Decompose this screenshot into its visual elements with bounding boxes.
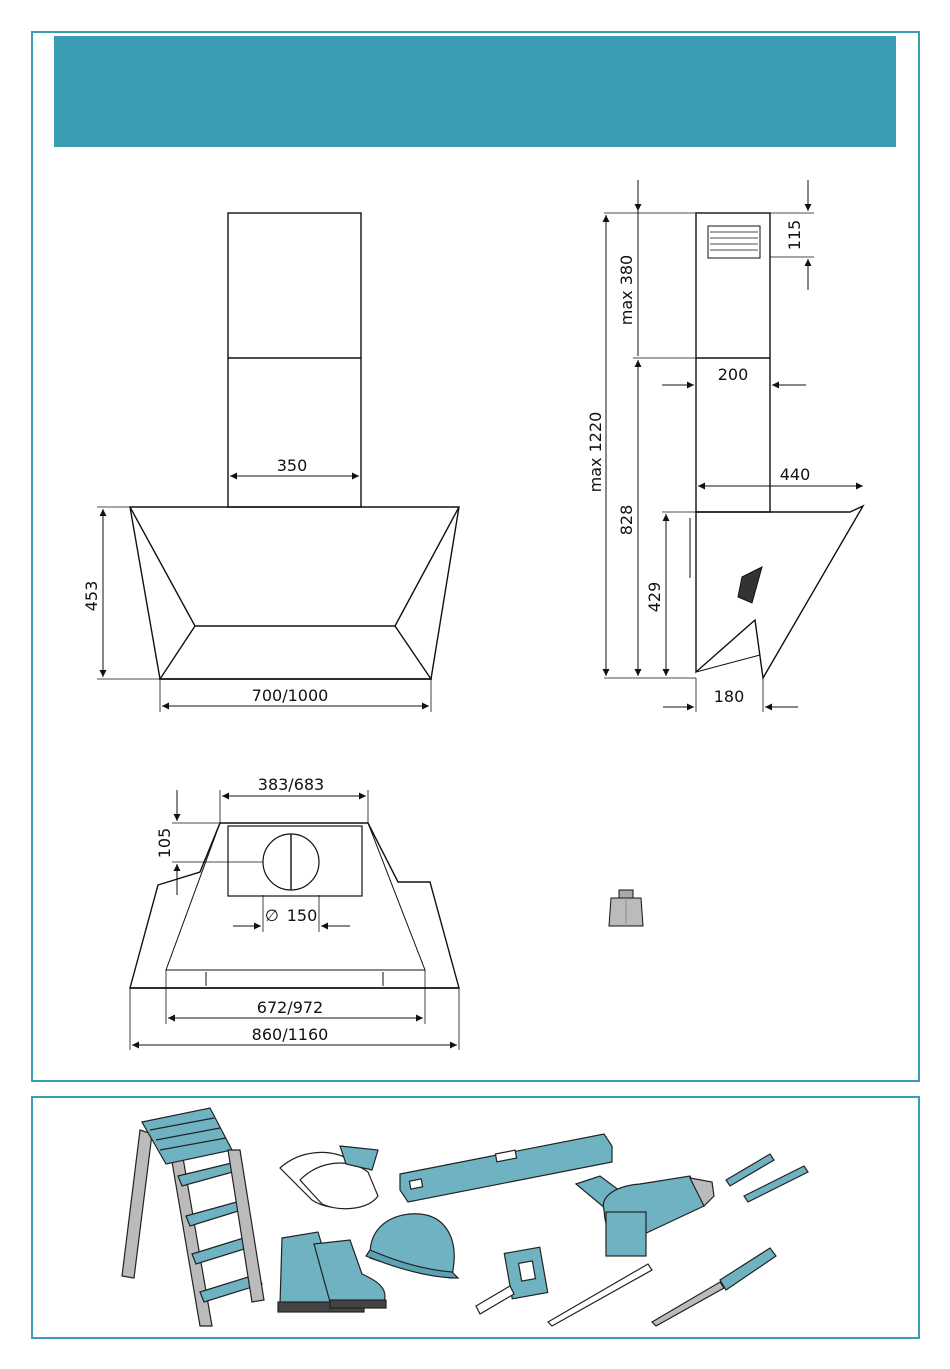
safety-boots-icon xyxy=(278,1232,386,1312)
dim-bottom-offset: 180 xyxy=(714,687,745,706)
dim-top-vent-height: 115 xyxy=(785,220,804,251)
dim-mount-height: 105 xyxy=(155,828,174,859)
dim-bottom-width: 700/1000 xyxy=(252,686,329,705)
front-hood-lower-panel xyxy=(160,626,431,679)
dim-outer-width: 860/1160 xyxy=(252,1025,329,1044)
dim-hood-depth: 440 xyxy=(780,465,811,484)
hard-hat-icon xyxy=(366,1214,458,1278)
weight-icon xyxy=(609,890,643,926)
side-view xyxy=(604,180,863,712)
dim-front-height: 453 xyxy=(82,581,101,612)
vent-grille xyxy=(708,226,760,258)
dim-chimney-width: 350 xyxy=(277,456,308,475)
tape-measure-icon xyxy=(476,1247,548,1314)
mount-bracket xyxy=(228,826,362,896)
dim-lower-height: 828 xyxy=(617,505,636,536)
dim-chimney-depth: 200 xyxy=(718,365,749,384)
dim-upper-chimney: max 380 xyxy=(617,255,636,325)
pencil-icon xyxy=(548,1264,652,1326)
drill-bits-icon xyxy=(726,1154,808,1202)
gloves-icon xyxy=(280,1146,378,1209)
ladder-icon xyxy=(122,1108,264,1326)
dim-hood-height: 429 xyxy=(645,582,664,613)
screwdriver-icon xyxy=(652,1248,776,1326)
dim-mount-width: 383/683 xyxy=(258,775,324,794)
front-hood-outer xyxy=(130,507,459,679)
drill-icon xyxy=(576,1176,714,1256)
dim-inner-width: 672/972 xyxy=(257,998,323,1017)
spirit-level-icon xyxy=(400,1134,612,1202)
dim-overall-height: max 1220 xyxy=(586,412,605,493)
side-control xyxy=(738,567,762,603)
dim-outlet-diameter: 150 xyxy=(287,906,318,925)
side-hood xyxy=(696,506,863,678)
diameter-icon: ∅ xyxy=(265,906,279,925)
